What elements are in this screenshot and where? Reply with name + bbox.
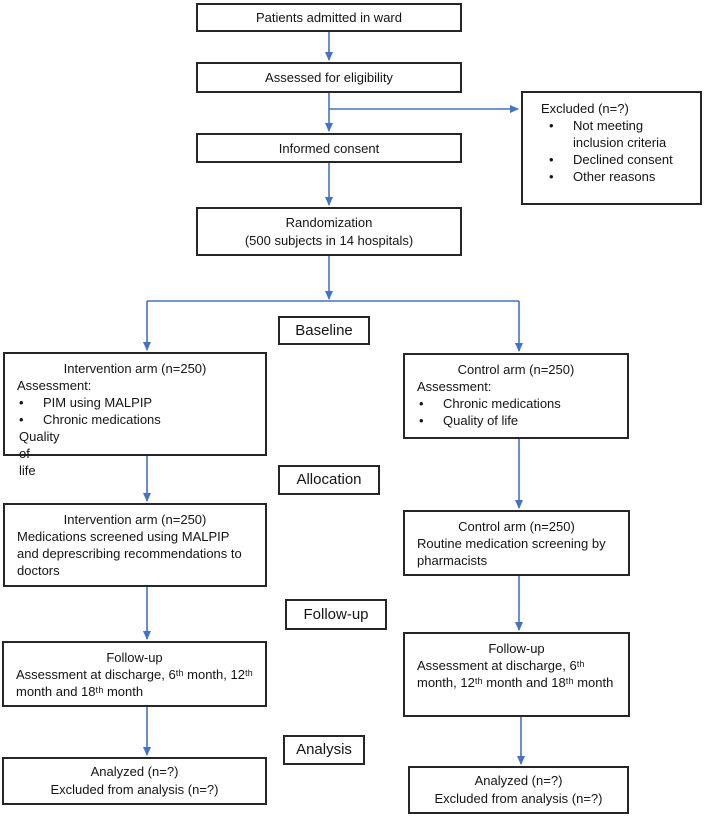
intervention-analysis-line2: Excluded from analysis (n=?) <box>50 782 219 797</box>
box-patients-admitted: Patients admitted in ward <box>196 3 462 32</box>
box-randomization: Randomization (500 subjects in 14 hospit… <box>196 207 462 256</box>
excluded-bullet: • Other reasons <box>541 168 694 185</box>
box-intervention-followup: Follow-up Assessment at discharge, 6ᵗʰ m… <box>2 641 267 707</box>
control-allocation-body: Routine medication screening by pharmaci… <box>417 536 606 568</box>
intervention-allocation-title: Intervention arm (n=250) <box>63 512 207 527</box>
intervention-baseline-title: Intervention arm (n=250) <box>63 361 207 376</box>
box-control-followup: Follow-up Assessment at discharge, 6ᵗʰ m… <box>403 632 630 717</box>
control-analysis-line1: Analyzed (n=?) <box>474 773 563 788</box>
stage-label-baseline: Baseline <box>278 316 370 345</box>
box-informed-consent: Informed consent <box>196 133 462 163</box>
bullet-icon: • <box>19 395 24 410</box>
bullet-icon: • <box>419 413 424 428</box>
bullet-icon: • <box>549 152 554 167</box>
control-allocation-title: Control arm (n=250) <box>458 519 575 534</box>
intervention-analysis-line1: Analyzed (n=?) <box>90 764 179 779</box>
box-intervention-analysis: Analyzed (n=?) Excluded from analysis (n… <box>2 757 267 805</box>
bullet-icon: • <box>549 169 554 184</box>
control-followup-title: Follow-up <box>488 641 545 656</box>
box-control-allocation: Control arm (n=250) Routine medication s… <box>403 510 630 576</box>
intervention-followup-body: Assessment at discharge, 6ᵗʰ month, 12ᵗʰ… <box>16 667 253 699</box>
bullet-icon: • <box>19 412 24 427</box>
stage-label-allocation: Allocation <box>278 465 380 495</box>
control-baseline-title: Control arm (n=250) <box>457 362 575 377</box>
intervention-baseline-bullet: Quality of life <box>17 428 253 479</box>
bullet-icon: Quality of life <box>19 429 60 478</box>
intervention-followup-title: Follow-up <box>106 650 163 665</box>
control-baseline-bullet: • Quality of life <box>419 413 519 428</box>
intervention-baseline-bullet: • Chronic medications <box>19 412 161 427</box>
bullet-icon: • <box>419 396 424 411</box>
box-control-baseline: Control arm (n=250) Assessment: • Chroni… <box>403 353 629 439</box>
box-excluded: Excluded (n=?) • Not meeting inclusion c… <box>521 91 702 205</box>
stage-label-followup: Follow-up <box>285 599 387 630</box>
excluded-bullet: • Declined consent <box>541 151 694 168</box>
box-intervention-baseline: Intervention arm (n=250) Assessment: • P… <box>3 352 267 478</box>
stage-label-analysis: Analysis <box>283 735 365 765</box>
randomization-line2: (500 subjects in 14 hospitals) <box>244 232 414 248</box>
box-control-analysis: Analyzed (n=?) Excluded from analysis (n… <box>408 766 629 814</box>
randomization-line1: Randomization <box>285 214 373 230</box>
intervention-baseline-heading: Assessment: <box>17 378 92 393</box>
control-analysis-line2: Excluded from analysis (n=?) <box>434 791 603 806</box>
intervention-baseline-bullet: • PIM using MALPIP <box>19 395 153 410</box>
excluded-bullet: • Not meeting inclusion criteria <box>541 117 694 151</box>
bullet-icon: • <box>549 118 554 133</box>
control-baseline-bullet: • Chronic medications <box>419 396 561 411</box>
box-intervention-allocation: Intervention arm (n=250) Medications scr… <box>3 503 267 587</box>
control-followup-body: Assessment at discharge, 6ᵗʰ month, 12ᵗʰ… <box>417 658 614 690</box>
box-assessed-eligibility: Assessed for eligibility <box>196 62 462 93</box>
excluded-title: Excluded (n=?) <box>541 101 629 116</box>
control-baseline-heading: Assessment: <box>417 379 492 394</box>
intervention-allocation-body: Medications screened using MALPIP and de… <box>17 529 242 578</box>
